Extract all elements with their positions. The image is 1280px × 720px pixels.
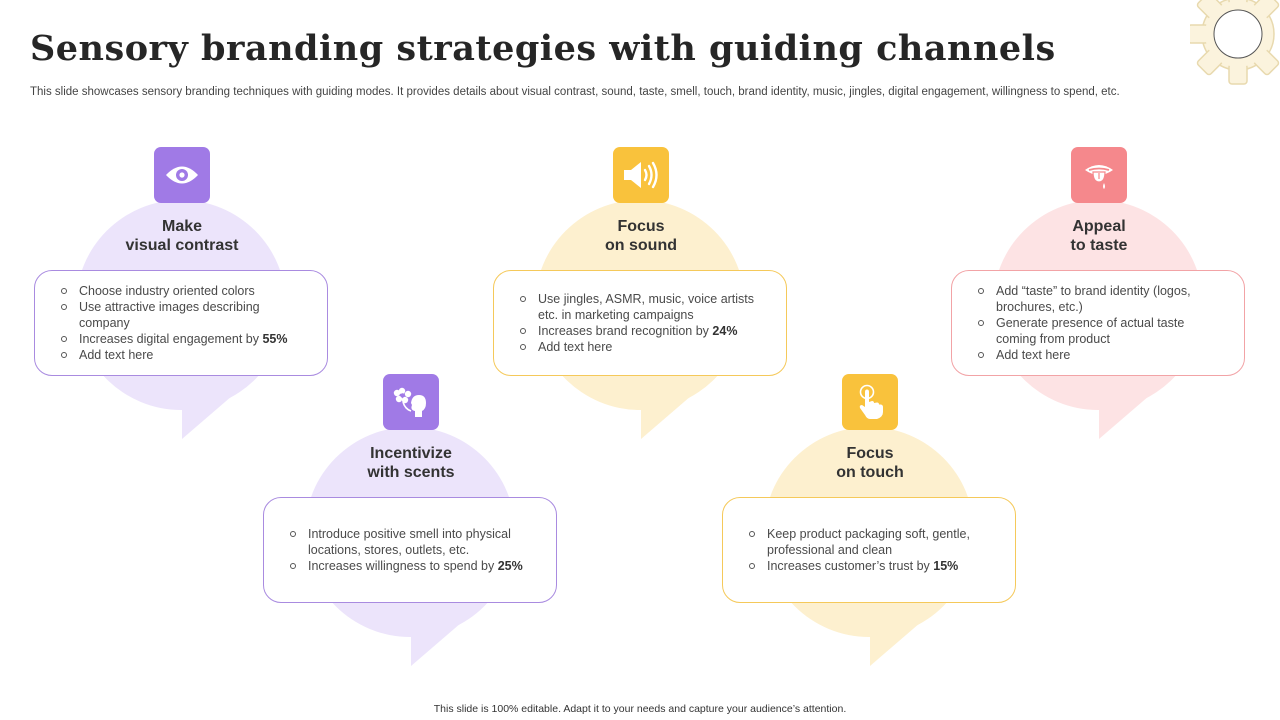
highlight-value: 25% [497,559,523,573]
card-text-box: Keep product packaging soft, gentle, pro… [722,497,1016,603]
list-item: Increases customer’s trust by 15% [747,558,995,574]
list-item: Add text here [518,339,766,355]
tongue-icon-box [1071,147,1127,203]
list-item: Keep product packaging soft, gentle, pro… [747,526,995,558]
slide-footer: This slide is 100% editable. Adapt it to… [433,703,847,715]
card-title-line1: Appeal [1072,218,1126,235]
card-title: Focus on sound [493,217,789,255]
touch-icon [859,384,883,419]
card-title-line2: on sound [605,237,677,254]
card-title-line2: to taste [1070,237,1128,254]
highlight-value: 55% [262,332,288,346]
card-title-line2: visual contrast [125,237,239,254]
list-item-text: Increases customer’s trust by [767,559,934,573]
highlight-value: 24% [712,324,738,338]
card-title: Appeal to taste [951,217,1247,255]
list-item: Add text here [976,347,1224,363]
slide-subtitle: This slide showcases sensory branding te… [30,86,1120,98]
list-item: Add text here [59,347,307,363]
tongue-icon [1085,165,1113,189]
eye-icon-box [154,147,210,203]
card-text-box: Choose industry oriented colors Use attr… [34,270,328,376]
card-title: Focus on touch [722,444,1018,482]
card-title: Incentivize with scents [263,444,559,482]
card-title-line2: on touch [836,464,904,481]
gear-icon [1190,0,1280,85]
card-title: Make visual contrast [34,217,330,255]
card-text-box: Introduce positive smell into physical l… [263,497,557,603]
list-item: Generate presence of actual taste coming… [976,315,1224,347]
list-item: Choose industry oriented colors [59,283,307,299]
card-touch: Focus on touch Keep product packaging so… [722,374,1022,674]
touch-icon-box [842,374,898,430]
smell-icon-box [383,374,439,430]
bullet-list: Introduce positive smell into physical l… [264,526,556,574]
speaker-icon-box [613,147,669,203]
card-title-line1: Focus [846,445,894,462]
bullet-list: Choose industry oriented colors Use attr… [35,283,327,363]
card-visual-contrast: Make visual contrast Choose industry ori… [34,147,334,447]
card-title-line1: Incentivize [370,445,452,462]
list-item-text: Increases brand recognition by [538,324,713,338]
bullet-list: Use jingles, ASMR, music, voice artists … [494,291,786,355]
list-item: Increases digital engagement by 55% [59,331,307,347]
card-text-box: Add “taste” to brand identity (logos, br… [951,270,1245,376]
list-item-text: Increases willingness to spend by [308,559,498,573]
list-item-text: Increases digital engagement by [79,332,263,346]
list-item: Add “taste” to brand identity (logos, br… [976,283,1224,315]
card-text-box: Use jingles, ASMR, music, voice artists … [493,270,787,376]
slide-title: Sensory branding strategies with guiding… [30,28,1056,69]
card-taste: Appeal to taste Add “taste” to brand ide… [951,147,1251,447]
highlight-value: 15% [933,559,959,573]
list-item: Increases willingness to spend by 25% [288,558,536,574]
smell-icon [393,387,426,417]
list-item: Use jingles, ASMR, music, voice artists … [518,291,766,323]
list-item: Increases brand recognition by 24% [518,323,766,339]
eye-icon [166,166,198,184]
list-item: Use attractive images describing company [59,299,307,331]
card-scents: Incentivize with scents Introduce positi… [263,374,563,674]
card-title-line2: with scents [367,464,455,481]
card-title-line1: Focus [617,218,665,235]
speaker-icon [624,161,658,189]
card-sound: Focus on sound Use jingles, ASMR, music,… [493,147,793,447]
bullet-list: Keep product packaging soft, gentle, pro… [723,526,1015,574]
bullet-list: Add “taste” to brand identity (logos, br… [952,283,1244,363]
card-title-line1: Make [161,218,203,235]
list-item: Introduce positive smell into physical l… [288,526,536,558]
